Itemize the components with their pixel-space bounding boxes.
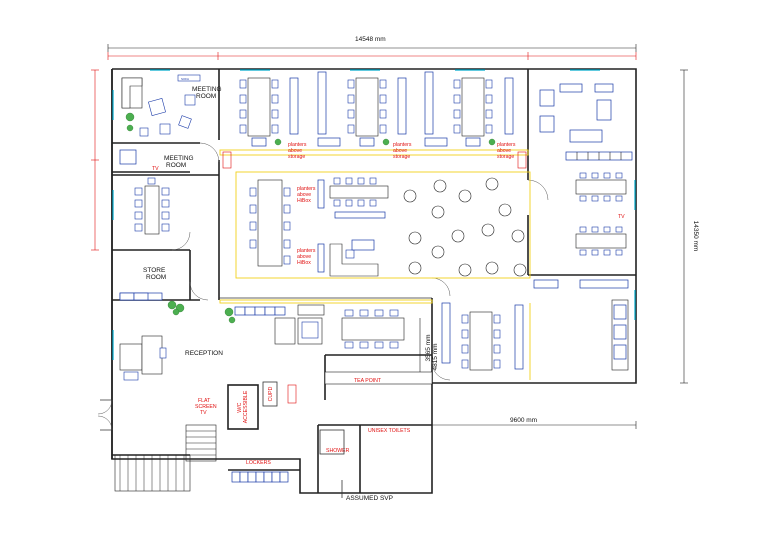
dimension-top: 14548 mm — [107, 36, 637, 52]
tea-point-label: TEA POINT — [354, 378, 382, 384]
kitchen-depth-a-label: 3565 mm — [425, 334, 432, 361]
desk-cluster-1 — [239, 71, 341, 147]
dimension-bottom-east: 9600 mm — [431, 417, 637, 429]
toilets: UNISEX TOILETS SHOWER ASSUMED SVP — [319, 428, 411, 502]
lockers-label: LOCKERS — [246, 460, 271, 466]
flat-screen-tv-label: FLAT SCREEN TV — [195, 398, 218, 416]
dimension-kitchen: 3565 mm 4815 mm — [419, 300, 439, 382]
east-wing-bench-1 — [575, 172, 627, 202]
meeting-room-2: MEETING ROOM TV — [119, 149, 195, 235]
internal-walls — [100, 69, 636, 493]
east-wing-top — [539, 83, 633, 161]
tv-label-meeting: TV — [152, 166, 159, 172]
meeting-room-1: SOFA MEETING ROOM — [121, 74, 223, 137]
east-wing-lower — [533, 279, 629, 371]
tea-point: TEA POINT — [324, 309, 433, 385]
store-room-label: STORE ROOM — [143, 267, 167, 281]
wc-label: W/C ACCESSIBLE — [237, 390, 249, 423]
round-tables — [403, 177, 527, 277]
dimension-right: 14350 mm — [680, 69, 699, 384]
east-wing-width-label: 9600 mm — [510, 417, 537, 424]
shower-label: SHOWER — [326, 448, 350, 454]
reception-label: RECEPTION — [185, 350, 223, 357]
hotdesk-bench — [249, 179, 291, 267]
locker-row — [231, 471, 289, 483]
desk-cluster-3 — [453, 77, 514, 147]
desk-cluster-2 — [347, 71, 448, 147]
cupd-label: CUPD — [268, 386, 274, 401]
meeting-room-1-label: MEETING ROOM — [192, 86, 223, 100]
corridor-furniture — [224, 304, 325, 345]
assumed-svp-label: ASSUMED SVP — [346, 495, 393, 502]
top-windows — [112, 69, 636, 360]
reception: RECEPTION FLAT SCREEN TV — [114, 335, 297, 492]
dimension-left — [91, 69, 99, 251]
store-room: STORE ROOM — [119, 267, 185, 313]
zone-outlines — [219, 149, 531, 380]
plants — [172, 308, 236, 324]
meeting-room-1-line2: ROOM — [196, 93, 216, 100]
overall-width-label: 14548 mm — [355, 36, 386, 43]
kitchen-depth-b-label: 4815 mm — [432, 343, 439, 370]
outer-walls — [111, 68, 637, 494]
unisex-toilets-label: UNISEX TOILETS — [368, 428, 411, 434]
desk-cluster-4 — [441, 302, 524, 371]
stairs — [114, 424, 217, 492]
svg-text:SOFA: SOFA — [181, 77, 189, 81]
overall-depth-label: 14350 mm — [692, 221, 699, 252]
long-table — [329, 177, 389, 219]
meeting-room-2-label: MEETING ROOM — [164, 155, 195, 169]
meeting-room-1-line1: MEETING — [192, 86, 222, 93]
breakout-sofa — [329, 239, 379, 277]
east-wing-bench-2 — [575, 226, 627, 256]
dimension-top-segments — [107, 52, 637, 60]
tv-label-east: TV — [618, 214, 625, 220]
